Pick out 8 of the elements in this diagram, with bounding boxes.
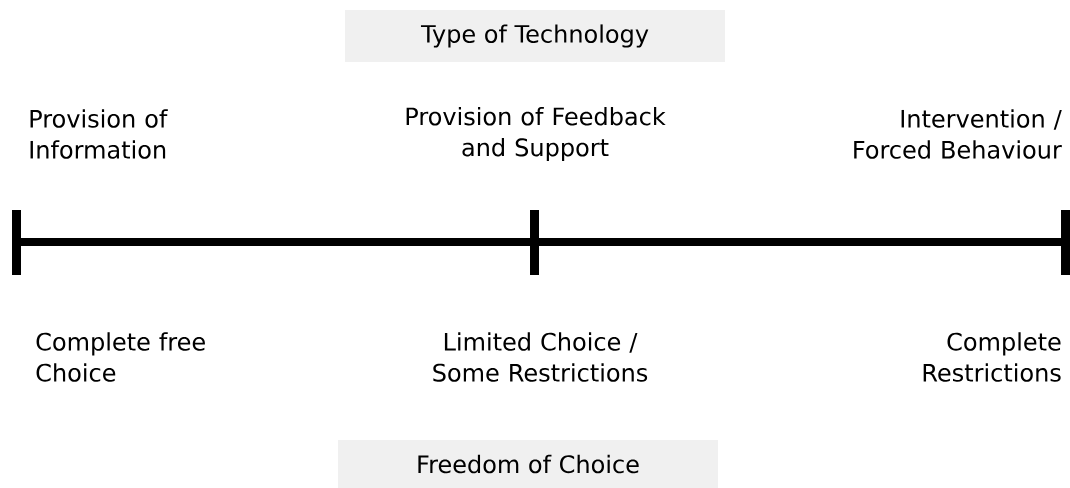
scale-label: Complete Restrictions [923,332,1061,382]
scale-label: Complete free Choice [36,332,205,382]
scale-label: Provision of Feedback and Support [406,106,666,162]
heading-box: Type of Technology [345,10,725,62]
heading-box: Freedom of Choice [338,440,718,488]
scale-label: Intervention / Forced Behaviour [854,109,1062,159]
scale-label: Provision of Information [30,109,168,159]
scale-label: Limited Choice / Some Restrictions [433,332,648,382]
